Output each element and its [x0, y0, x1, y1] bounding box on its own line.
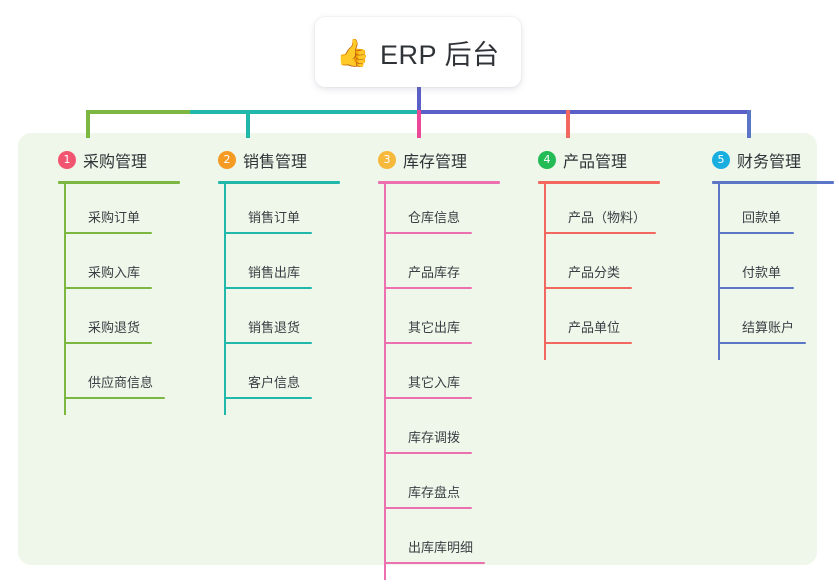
column-header-5[interactable]: 5 财务管理	[692, 147, 801, 173]
column-1: 1 采购管理采购订单采购入库采购退货供应商信息	[38, 147, 180, 415]
list-item-underline	[384, 232, 472, 234]
list-item-underline	[544, 287, 632, 289]
column-underline-1	[58, 181, 180, 184]
list-item-underline	[64, 397, 165, 399]
list-item-label: 产品单位	[568, 320, 621, 335]
list-item-label: 采购订单	[88, 210, 141, 225]
list-item-label: 采购退货	[88, 320, 141, 335]
column-header-2[interactable]: 2 销售管理	[198, 147, 307, 173]
list-item-underline	[718, 232, 794, 234]
connector-drop-col-3	[417, 110, 421, 138]
list-item-label: 库存盘点	[408, 485, 461, 500]
column-badge-3: 3	[378, 151, 396, 169]
column-badge-1: 1	[58, 151, 76, 169]
connector-drop-col-5	[747, 110, 751, 138]
column-2: 2 销售管理销售订单销售出库销售退货客户信息	[198, 147, 340, 415]
list-item-label: 产品分类	[568, 265, 621, 280]
list-item-underline	[64, 232, 152, 234]
column-header-4[interactable]: 4 产品管理	[518, 147, 627, 173]
list-item-underline	[384, 562, 485, 564]
list-item-label: 回款单	[742, 210, 782, 225]
column-rail-1	[64, 184, 66, 415]
connector-bus-purple	[417, 110, 751, 114]
column-underline-5	[712, 181, 834, 184]
column-title-2: 销售管理	[243, 154, 308, 171]
list-item-underline	[544, 342, 632, 344]
list-item-underline	[544, 232, 656, 234]
column-4: 4 产品管理产品（物料） 产品分类产品单位	[518, 147, 660, 360]
list-item-underline	[64, 342, 152, 344]
column-title-3: 库存管理	[403, 154, 468, 171]
column-badge-4: 4	[538, 151, 556, 169]
thumbs-up-icon: 👍	[336, 37, 371, 68]
list-item-label: 出库库明细	[408, 540, 474, 555]
root-node-label: ERP 后台	[380, 39, 500, 70]
column-3: 3 库存管理仓库信息产品库存其它出库其它入库库存调拨库存盘点出库库明细	[358, 147, 500, 580]
column-header-1[interactable]: 1 采购管理	[38, 147, 147, 173]
list-item-underline	[384, 452, 472, 454]
column-underline-4	[538, 181, 660, 184]
list-item-label: 仓库信息	[408, 210, 461, 225]
list-item-underline	[224, 342, 312, 344]
list-item-label: 其它出库	[408, 320, 461, 335]
list-item-label: 客户信息	[248, 375, 301, 390]
list-item-label: 结算账户	[742, 320, 795, 335]
list-item-label: 付款单	[742, 265, 782, 280]
column-badge-5: 5	[712, 151, 730, 169]
connector-drop-col-1	[86, 110, 90, 138]
column-underline-3	[378, 181, 500, 184]
list-item-label: 库存调拨	[408, 430, 461, 445]
connector-bus-teal	[190, 110, 419, 114]
list-item-underline	[718, 342, 806, 344]
column-header-3[interactable]: 3 库存管理	[358, 147, 467, 173]
list-item-underline	[384, 287, 472, 289]
column-title-4: 产品管理	[563, 154, 628, 171]
root-node-erp-backend[interactable]: 👍 ERP 后台	[315, 17, 521, 87]
list-item-label: 产品（物料）	[568, 210, 647, 225]
list-item-underline	[224, 287, 312, 289]
column-title-1: 采购管理	[83, 154, 148, 171]
list-item-underline	[718, 287, 794, 289]
list-item-underline	[384, 342, 472, 344]
connector-bus-green	[86, 110, 192, 114]
column-rail-2	[224, 184, 226, 415]
list-item-underline	[224, 232, 312, 234]
list-item-label: 销售订单	[248, 210, 301, 225]
connector-drop-col-2	[246, 110, 250, 138]
column-rail-5	[718, 184, 720, 360]
list-item-label: 其它入库	[408, 375, 461, 390]
background-panel	[18, 133, 817, 565]
column-title-5: 财务管理	[737, 154, 802, 171]
column-5: 5 财务管理回款单付款单结算账户	[692, 147, 834, 360]
list-item-underline	[224, 397, 312, 399]
column-badge-2: 2	[218, 151, 236, 169]
list-item-underline	[384, 507, 472, 509]
list-item-label: 供应商信息	[88, 375, 154, 390]
column-rail-4	[544, 184, 546, 360]
list-item-underline	[384, 397, 472, 399]
list-item-label: 采购入库	[88, 265, 141, 280]
list-item-label: 销售出库	[248, 265, 301, 280]
list-item-label: 产品库存	[408, 265, 461, 280]
column-rail-3	[384, 184, 386, 580]
list-item-underline	[64, 287, 152, 289]
connector-root-stem	[417, 87, 421, 110]
connector-drop-col-4	[566, 110, 570, 138]
column-underline-2	[218, 181, 340, 184]
list-item-label: 销售退货	[248, 320, 301, 335]
